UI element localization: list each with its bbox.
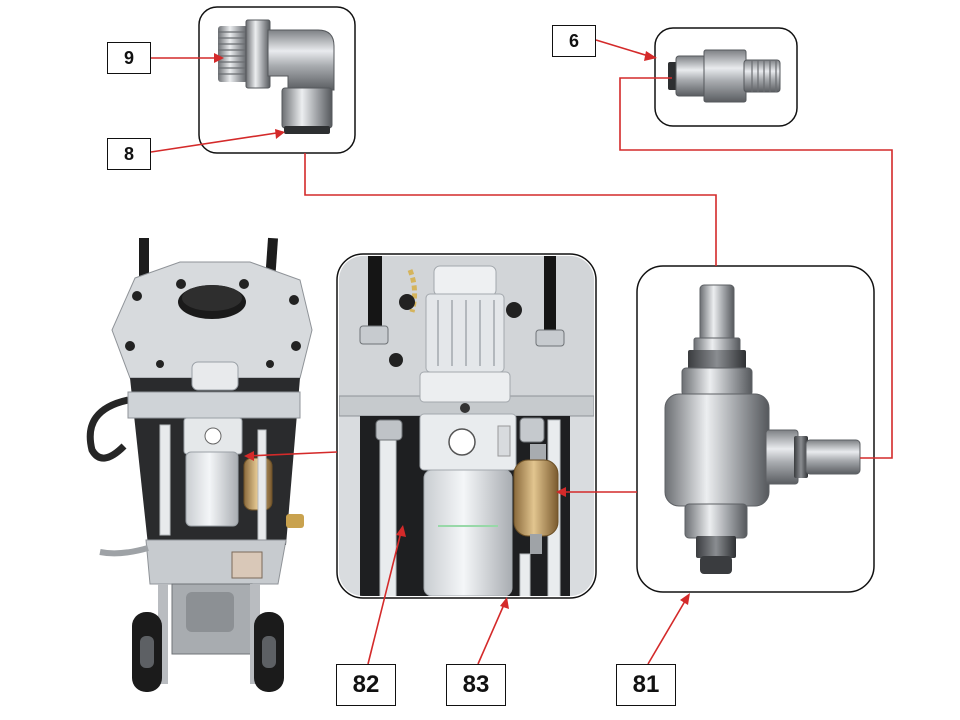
connection-line-straight-to-tee bbox=[619, 77, 893, 459]
straight-fitting-image bbox=[668, 49, 781, 103]
leader-81 bbox=[647, 595, 689, 665]
callout-8: 8 bbox=[107, 138, 151, 170]
leader-lines bbox=[150, 39, 893, 665]
leader-83 bbox=[477, 599, 507, 665]
pump-cart-image bbox=[86, 237, 313, 692]
filter-detail-image bbox=[339, 256, 594, 596]
straight-fitting-frame bbox=[654, 27, 798, 127]
leader-82 bbox=[367, 527, 403, 665]
arrow-heads bbox=[214, 51, 690, 609]
elbow-fitting-image bbox=[218, 19, 335, 134]
tee-fitting-frame bbox=[636, 265, 875, 593]
callout-82: 82 bbox=[336, 664, 396, 706]
callout-81: 81 bbox=[616, 664, 676, 706]
leader-6 bbox=[595, 39, 656, 59]
connection-line-elbow-to-tee bbox=[304, 153, 717, 266]
callout-83: 83 bbox=[446, 664, 506, 706]
callout-6: 6 bbox=[552, 25, 596, 57]
tee-fitting-image bbox=[664, 284, 861, 574]
leader-8 bbox=[150, 131, 284, 153]
filter-detail-frame bbox=[336, 253, 597, 599]
leader-filter bbox=[245, 451, 338, 457]
callout-9: 9 bbox=[107, 42, 151, 74]
elbow-fitting-frame bbox=[198, 6, 356, 154]
